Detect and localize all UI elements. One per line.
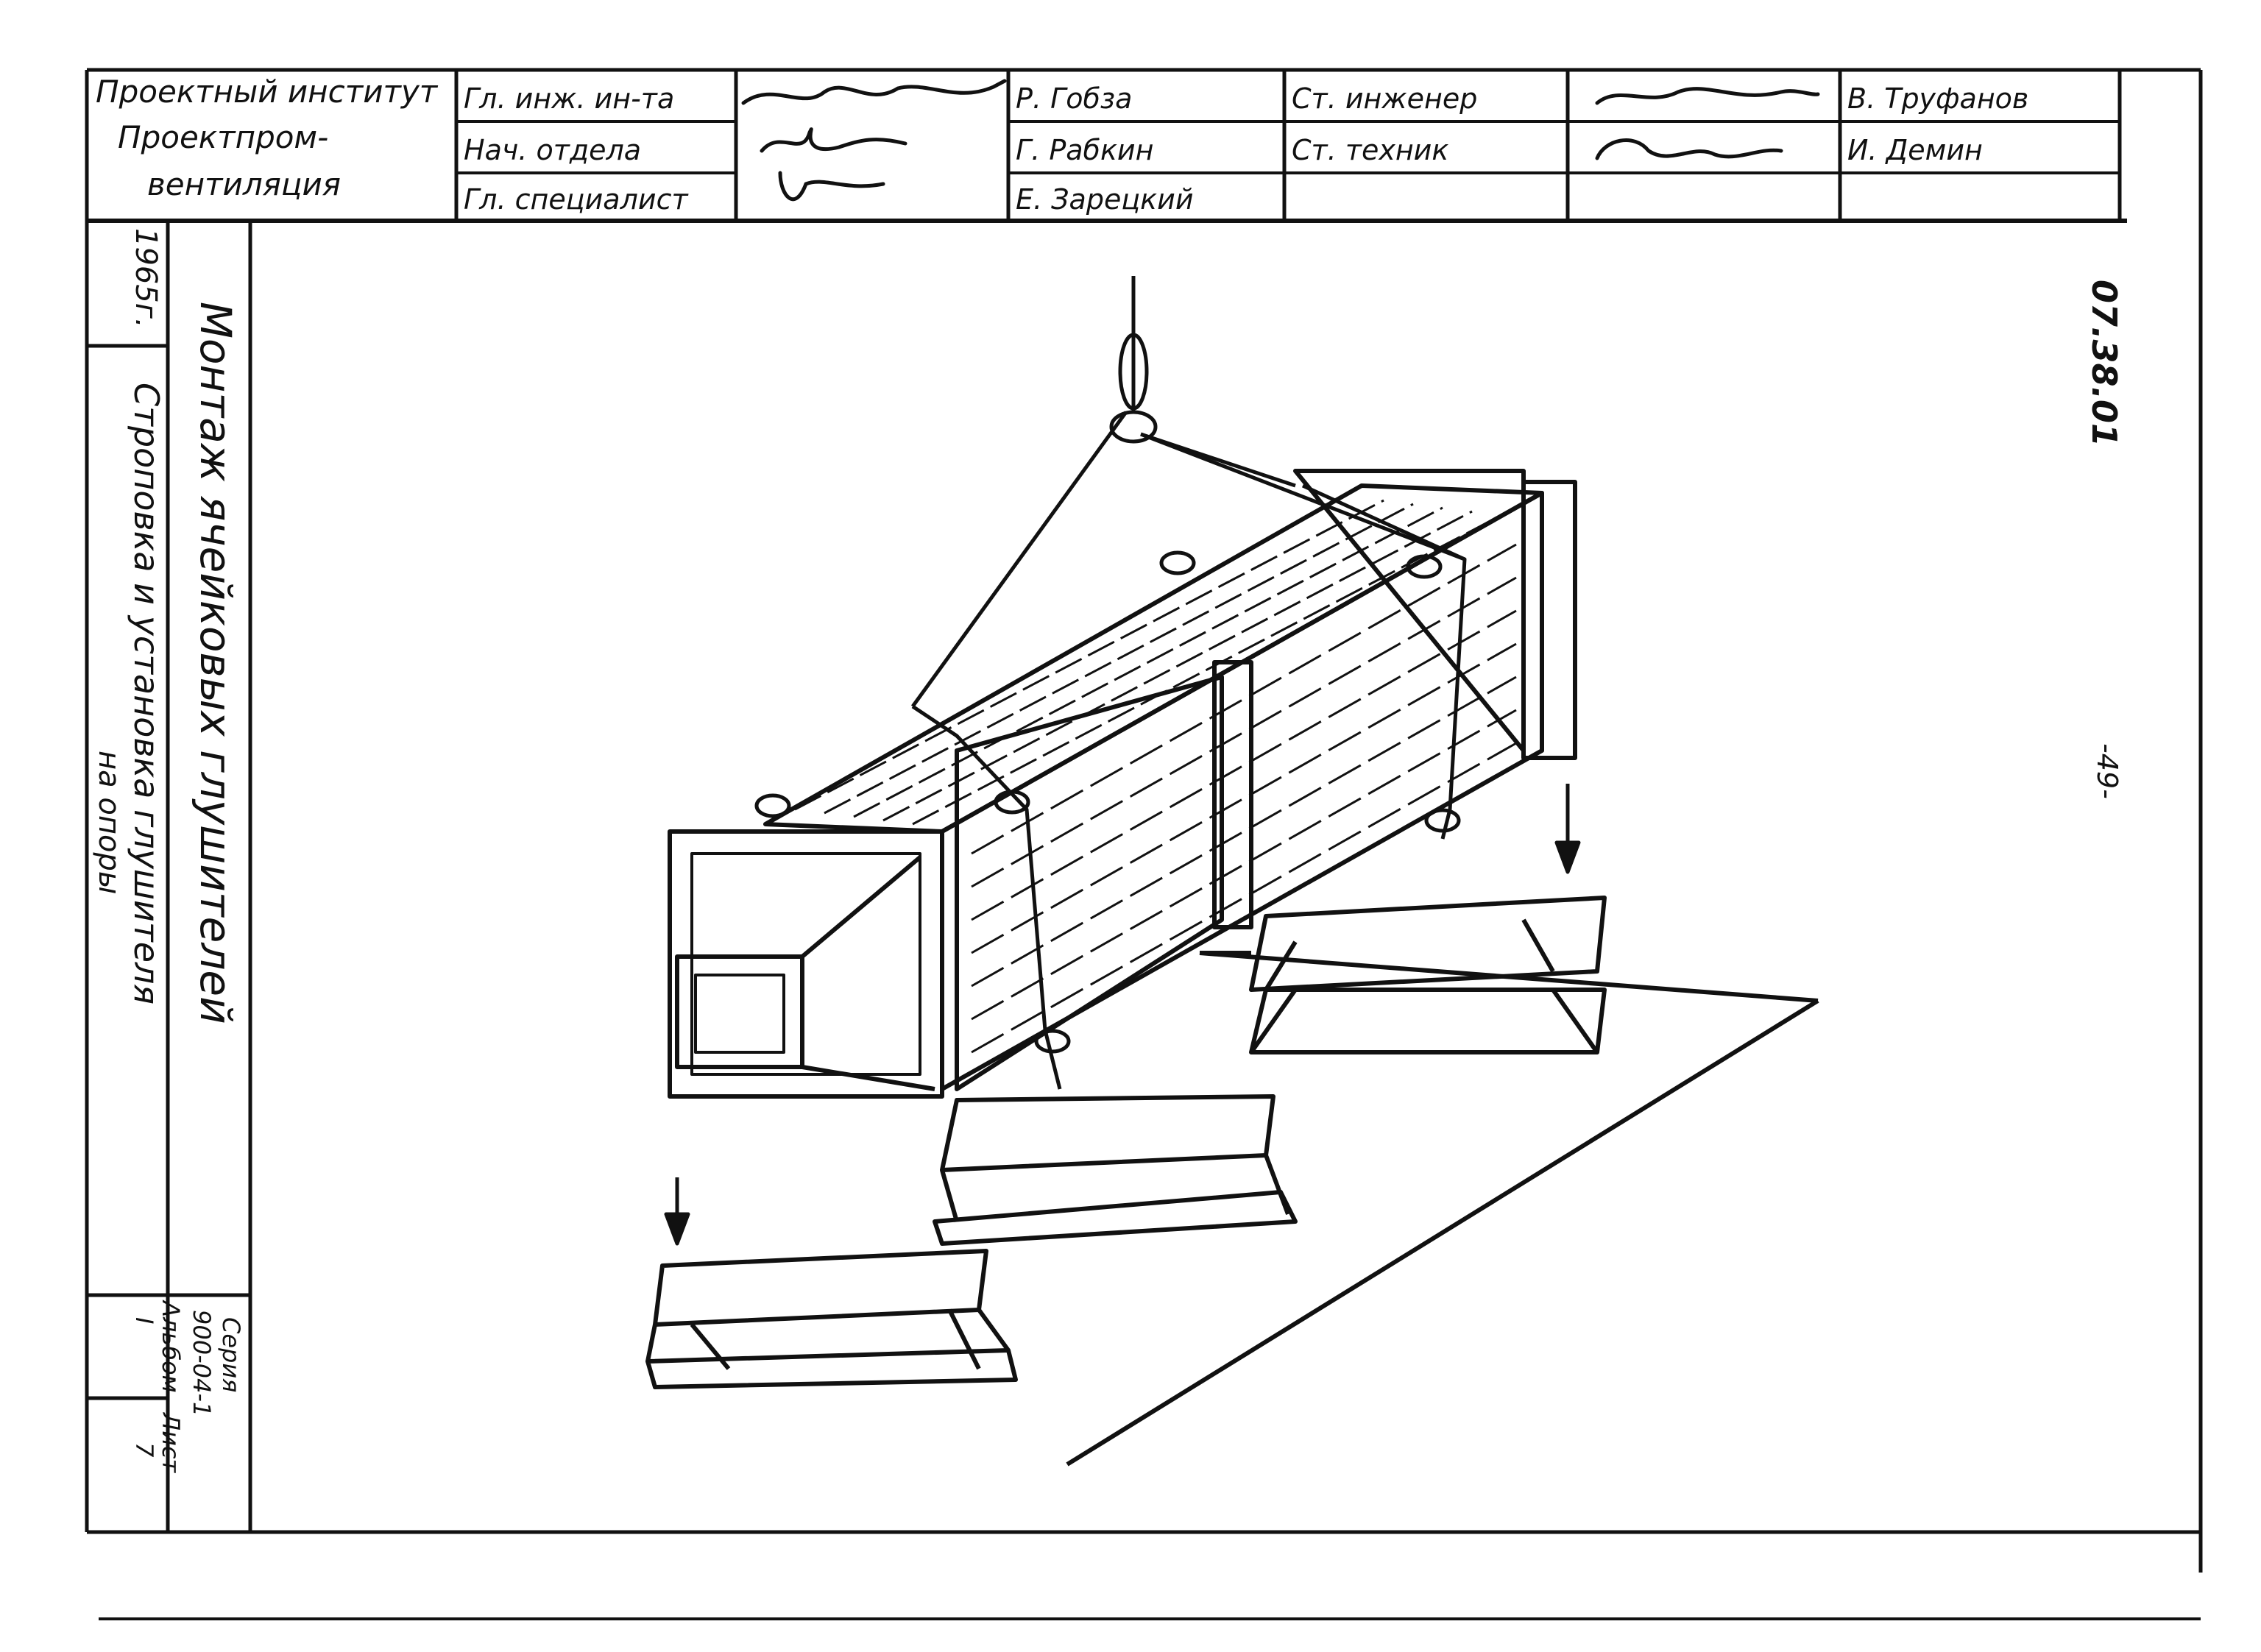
slings — [910, 276, 1467, 1090]
organization-line-1: Проектный институт — [96, 74, 438, 110]
stamp-grid — [87, 70, 2127, 223]
sheet-frame — [85, 68, 2203, 1620]
role-chief-engineer: Гл. инж. ин-та — [464, 82, 675, 115]
album-value: I — [130, 1317, 158, 1325]
role-dept-head: Нач. отдела — [464, 134, 642, 166]
front-flange — [668, 829, 944, 1099]
name-demin: И. Демин — [1847, 134, 1983, 166]
sheet-label: Лист — [157, 1413, 185, 1473]
support-stand-front — [645, 1249, 1018, 1389]
name-zaretsky: Е. Зарецкий — [1016, 183, 1194, 216]
side-strip-grid — [87, 221, 252, 1532]
series-value: 900-04-1 — [188, 1310, 216, 1417]
drawing-subtitle-1: Строповка и установка глушителя — [127, 383, 166, 1005]
role-chief-specialist: Гл. специалист — [464, 183, 688, 216]
organization-line-2: Проектпром- — [118, 119, 329, 155]
support-stand-middle — [933, 1094, 1298, 1246]
page-number: -49- — [2091, 743, 2123, 799]
signature-graphics — [741, 79, 1820, 202]
lowering-arrows — [664, 784, 1581, 1246]
floor-outline — [1066, 951, 1819, 1467]
support-stand-rear — [1249, 896, 1607, 1054]
album-label: Альбом — [157, 1301, 185, 1393]
series-label: Серия — [217, 1317, 245, 1393]
name-trufanov: В. Труфанов — [1847, 82, 2029, 115]
drawing-title: Монтаж ячейковых глушителей — [191, 302, 241, 1024]
silencer-body — [763, 469, 1577, 1091]
drawing-subtitle-2: на опоры — [92, 751, 126, 895]
name-rabkin: Г. Рабкин — [1016, 134, 1154, 166]
sheet-value: 7 — [130, 1442, 158, 1458]
role-senior-engineer: Ст. инженер — [1292, 82, 1478, 115]
document-code: 07.38.01 — [2084, 280, 2124, 447]
role-senior-technician: Ст. техник — [1292, 134, 1449, 166]
year-label: 1965г. — [129, 228, 163, 328]
organization-line-3: вентиляция — [147, 166, 342, 202]
name-gobza: Р. Гобза — [1016, 82, 1133, 115]
silencer-isometric-drawing — [645, 276, 1819, 1467]
